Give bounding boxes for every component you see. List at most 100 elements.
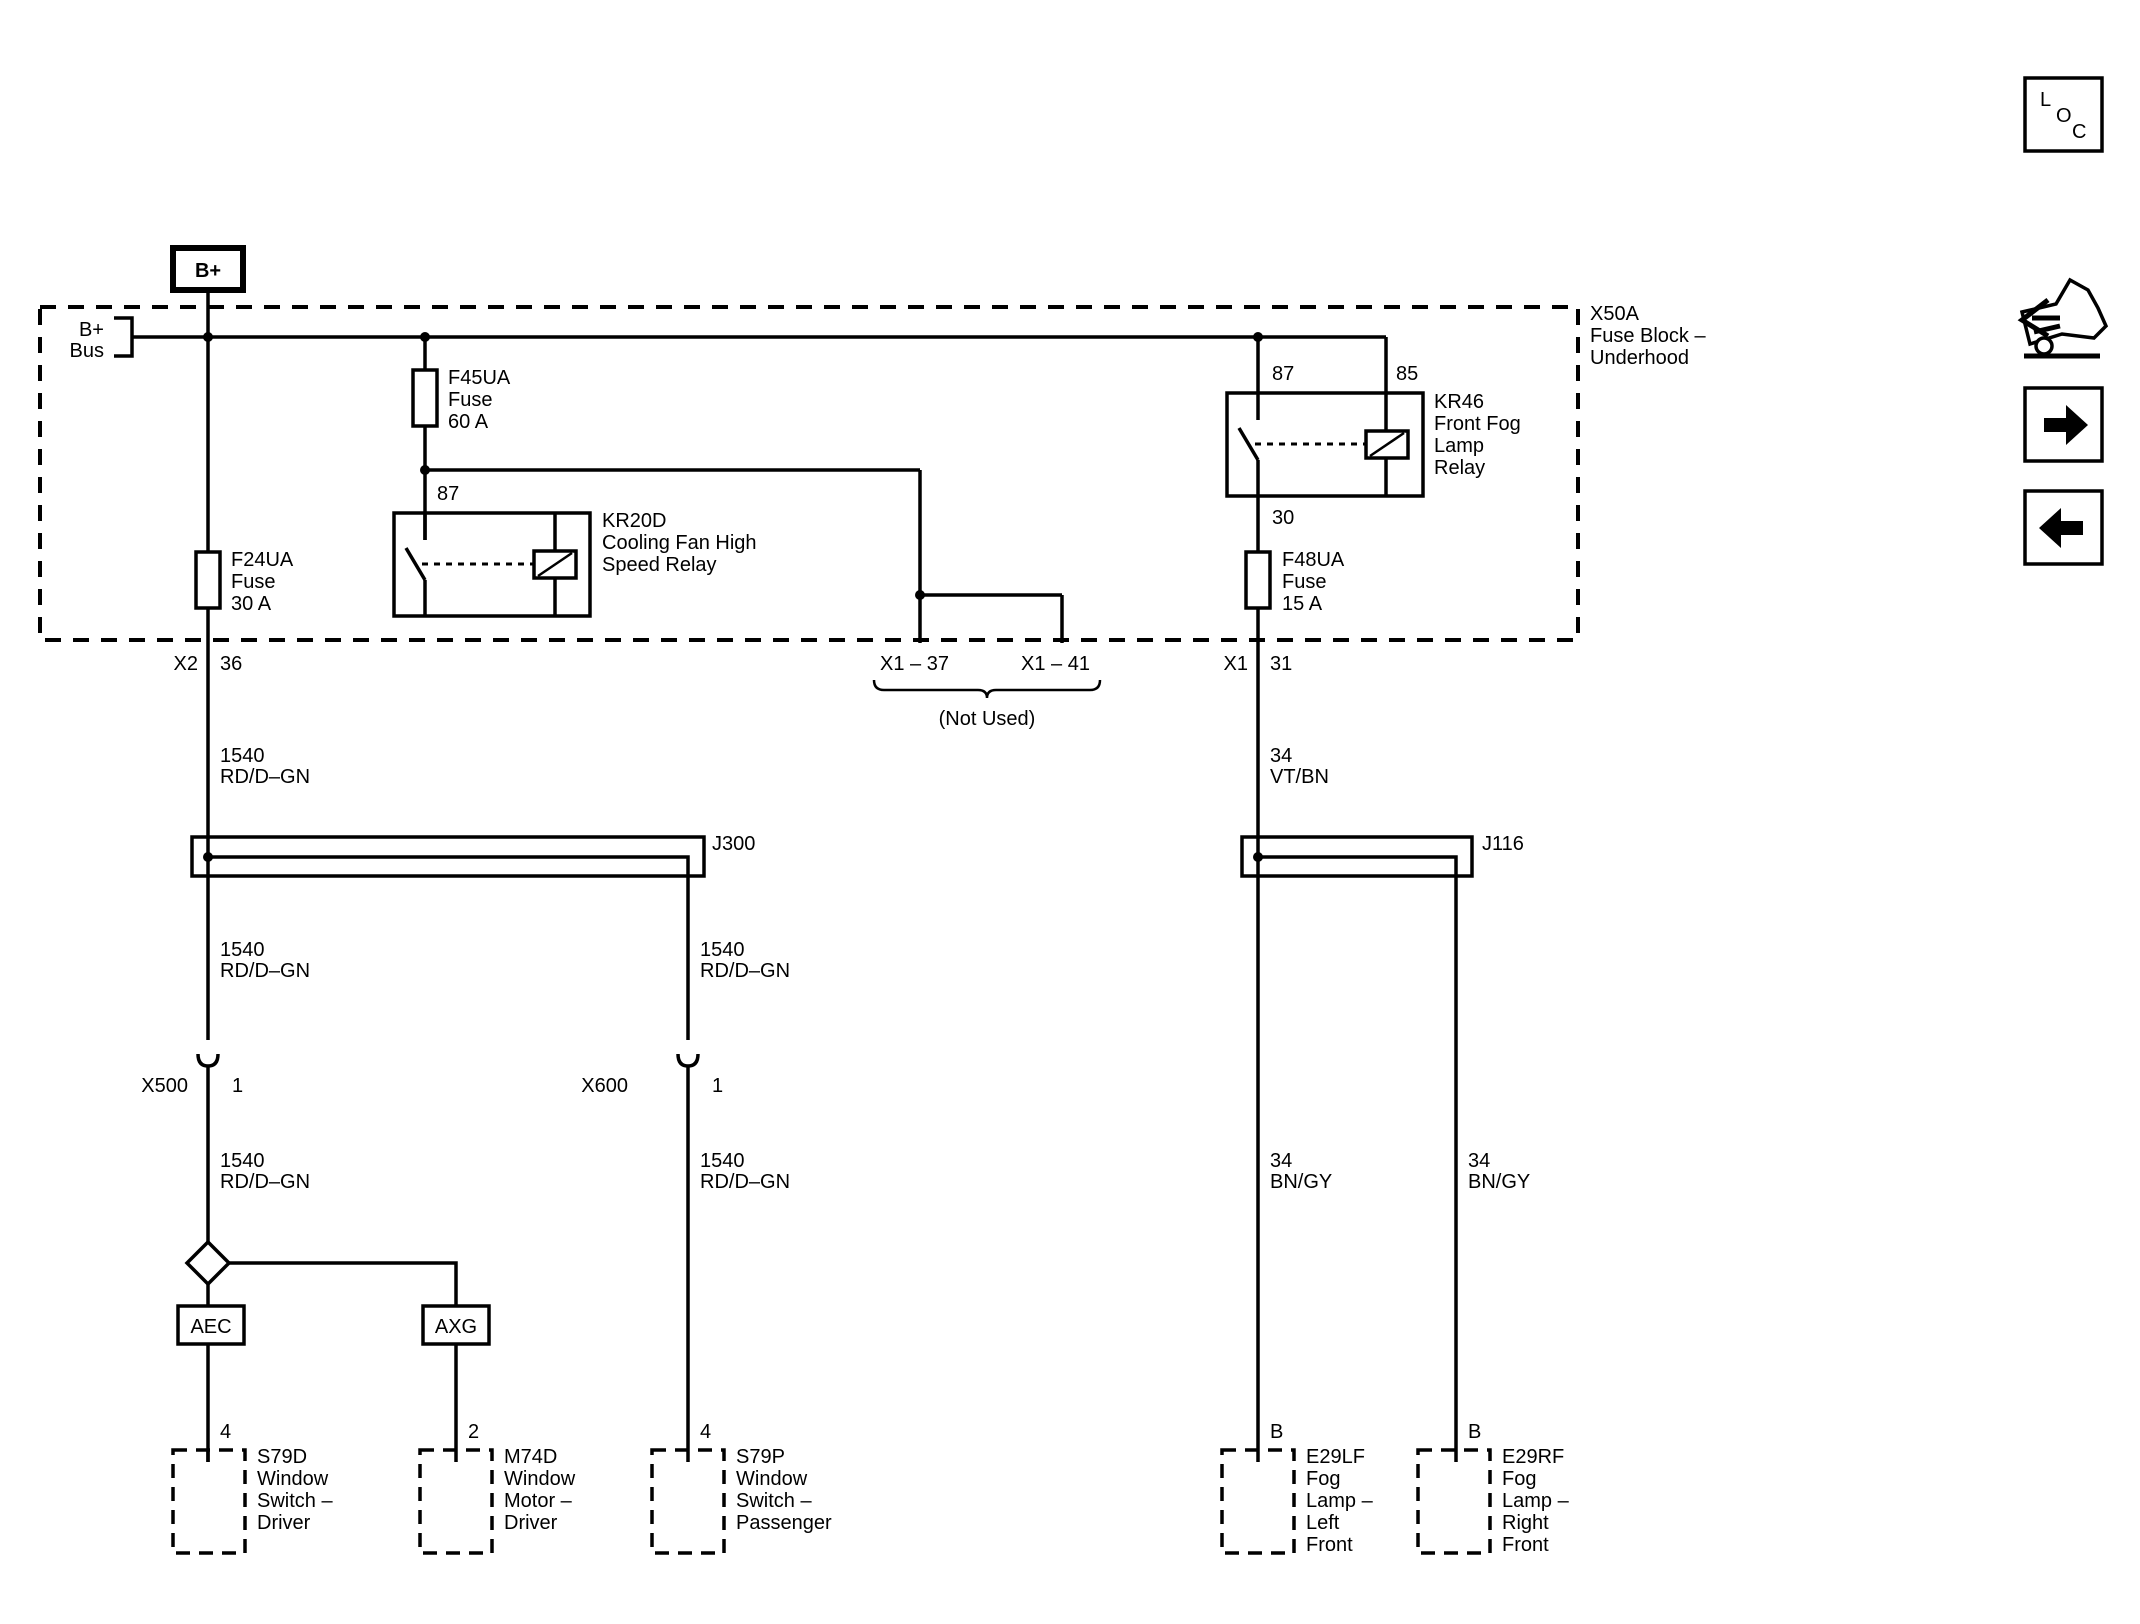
svg-text:36: 36: [220, 653, 242, 675]
fuse-f45ua: [411, 368, 439, 428]
svg-text:Relay: Relay: [1434, 457, 1485, 479]
fuse-f45ua-label: F45UA Fuse 60 A: [448, 367, 511, 433]
svg-text:30 A: 30 A: [231, 593, 272, 615]
svg-text:Lamp –: Lamp –: [1306, 1490, 1374, 1512]
component-s79d-label: S79D Window Switch – Driver: [257, 1446, 333, 1534]
svg-text:X600: X600: [581, 1075, 628, 1097]
component-e29rf-pin: B: [1468, 1421, 1481, 1443]
svg-text:Lamp –: Lamp –: [1502, 1490, 1570, 1512]
svg-text:Fuse: Fuse: [231, 571, 275, 593]
option-axg: AXG: [421, 1304, 491, 1346]
svg-text:Passenger: Passenger: [736, 1512, 832, 1534]
svg-text:Fog: Fog: [1502, 1468, 1536, 1490]
component-e29rf-label: E29RF Fog Lamp – Right Front: [1502, 1446, 1570, 1556]
component-s79d-pin: 4: [220, 1421, 231, 1443]
connector-x1-37: X1 – 37: [880, 653, 949, 675]
connector-x1: X1 31: [1224, 653, 1293, 675]
fuse-block-label: X50A Fuse Block – Underhood: [1590, 303, 1706, 369]
svg-text:Driver: Driver: [504, 1512, 558, 1534]
svg-text:BN/GY: BN/GY: [1270, 1171, 1332, 1193]
connector-x600: [676, 1053, 700, 1462]
wire-1540-label-e: 1540 RD/D–GN: [700, 1150, 790, 1193]
connector-x600-label: X600 1: [581, 1075, 723, 1097]
svg-text:S79P: S79P: [736, 1446, 785, 1468]
svg-text:E29LF: E29LF: [1306, 1446, 1365, 1468]
svg-text:34: 34: [1468, 1150, 1490, 1172]
svg-text:1540: 1540: [220, 1150, 265, 1172]
wire-34-label-c: 34 BN/GY: [1468, 1150, 1530, 1193]
connector-x500: [196, 1053, 220, 1250]
option-axg-label: AXG: [435, 1316, 477, 1338]
svg-text:Speed Relay: Speed Relay: [602, 554, 717, 576]
previous-page-icon[interactable]: [2023, 489, 2104, 566]
svg-text:RD/D–GN: RD/D–GN: [700, 1171, 790, 1193]
svg-text:34: 34: [1270, 745, 1292, 767]
svg-text:Fuse: Fuse: [1282, 571, 1326, 593]
bus-line2: Bus: [70, 340, 104, 362]
fuse-block-line2: Fuse Block –: [1590, 325, 1706, 347]
connector-x2: X2 36: [174, 653, 243, 675]
wire-34-label-b: 34 BN/GY: [1270, 1150, 1332, 1193]
wire-34-label-a: 34 VT/BN: [1270, 745, 1329, 788]
svg-text:1540: 1540: [700, 1150, 745, 1172]
splice-j116: [1240, 835, 1474, 1462]
connector-x1-not-used: X1 – 37 X1 – 41 (Not Used): [880, 653, 1090, 730]
not-used-brace: [872, 679, 1102, 699]
svg-text:Front Fog: Front Fog: [1434, 413, 1521, 435]
battery-bus-label: B+ Bus: [70, 319, 104, 362]
svg-text:S79D: S79D: [257, 1446, 307, 1468]
svg-text:Window: Window: [257, 1468, 329, 1490]
svg-text:KR20D: KR20D: [602, 510, 666, 532]
fuse-block-outline: [38, 305, 1580, 642]
bus-line1: B+: [79, 319, 104, 341]
svg-text:KR46: KR46: [1434, 391, 1484, 413]
component-e29lf-label: E29LF Fog Lamp – Left Front: [1306, 1446, 1374, 1556]
service-info-icon[interactable]: [2017, 277, 2109, 359]
relay-kr20d: [392, 511, 592, 618]
wire-1540-label-a: 1540 RD/D–GN: [220, 745, 310, 788]
svg-text:60 A: 60 A: [448, 411, 489, 433]
svg-text:F45UA: F45UA: [448, 367, 511, 389]
svg-text:F48UA: F48UA: [1282, 549, 1345, 571]
svg-text:Cooling Fan High: Cooling Fan High: [602, 532, 757, 554]
svg-text:Switch –: Switch –: [736, 1490, 812, 1512]
svg-text:X1: X1: [1224, 653, 1248, 675]
svg-text:Driver: Driver: [257, 1512, 311, 1534]
battery-positive-source: B+: [170, 245, 246, 293]
svg-text:RD/D–GN: RD/D–GN: [220, 1171, 310, 1193]
option-aec-label: AEC: [190, 1316, 231, 1338]
splice-j300-label: J300: [712, 833, 755, 855]
svg-text:1: 1: [232, 1075, 243, 1097]
fuse-f48ua-label: F48UA Fuse 15 A: [1282, 549, 1345, 615]
component-s79p-pin: 4: [700, 1421, 711, 1443]
loc-letter-o: O: [2056, 105, 2072, 127]
fuse-f24ua: [194, 550, 222, 610]
component-s79d: [171, 1448, 247, 1555]
svg-text:Fuse: Fuse: [448, 389, 492, 411]
svg-text:Left: Left: [1306, 1512, 1340, 1534]
svg-text:1540: 1540: [700, 939, 745, 961]
relay-kr46-pin-87: 87: [1272, 363, 1294, 385]
component-e29lf-pin: B: [1270, 1421, 1283, 1443]
splice-j116-label: J116: [1482, 833, 1524, 855]
component-e29lf: [1220, 1448, 1296, 1555]
component-m74d-label: M74D Window Motor – Driver: [504, 1446, 576, 1534]
loc-letter-l: L: [2040, 89, 2051, 111]
relay-kr46-pin-30: 30: [1272, 507, 1294, 529]
svg-text:Window: Window: [504, 1468, 576, 1490]
relay-kr46-label: KR46 Front Fog Lamp Relay: [1434, 391, 1521, 479]
relay-kr46-pin-85: 85: [1396, 363, 1418, 385]
fuse-f48ua: [1244, 550, 1272, 610]
splice-pack-diamond: [184, 1239, 458, 1306]
svg-text:X500: X500: [141, 1075, 188, 1097]
svg-text:15 A: 15 A: [1282, 593, 1323, 615]
location-icon[interactable]: L O C: [2023, 76, 2104, 153]
component-s79p: [650, 1448, 726, 1555]
svg-text:Front: Front: [1502, 1534, 1549, 1556]
svg-text:34: 34: [1270, 1150, 1292, 1172]
svg-text:E29RF: E29RF: [1502, 1446, 1564, 1468]
wire-1540-label-c: 1540 RD/D–GN: [700, 939, 790, 982]
next-page-icon[interactable]: [2023, 386, 2104, 463]
connector-x500-label: X500 1: [141, 1075, 243, 1097]
bus-bracket: [114, 316, 134, 358]
